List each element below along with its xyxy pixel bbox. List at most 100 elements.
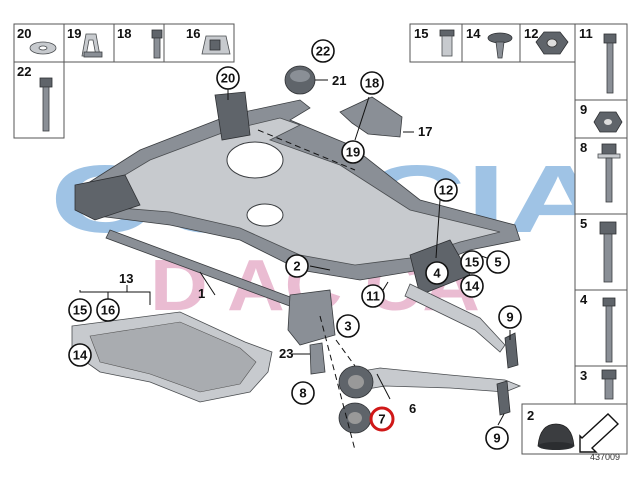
short-bolt-icon <box>601 369 617 400</box>
right-column-parts-table: 11 9 8 5 <box>521 23 628 455</box>
label-17: 17 <box>418 124 432 139</box>
callout-label: 22 <box>316 44 330 59</box>
underbody-guard <box>71 311 273 403</box>
callout-22[interactable]: 22 <box>311 39 335 63</box>
callouts: 22 20 18 19 12 2 4 15 14 5 11 3 9 15 16 … <box>68 39 522 450</box>
part-cell-18[interactable]: 18 <box>117 26 163 59</box>
part-cell-12[interactable]: 12 <box>524 26 569 55</box>
callout-9-lower[interactable]: 9 <box>485 426 509 450</box>
callout-19[interactable]: 19 <box>341 140 365 164</box>
rubber-bump-stop-icon <box>537 423 575 450</box>
part-label: 12 <box>524 26 538 41</box>
callout-label: 19 <box>346 145 360 160</box>
callout-label: 2 <box>293 259 300 274</box>
clip-nut-icon <box>201 35 231 55</box>
callout-9-upper[interactable]: 9 <box>498 305 522 329</box>
part-cell-14[interactable]: 14 <box>466 26 513 59</box>
part-cell-11[interactable]: 11 <box>579 26 617 94</box>
callout-20[interactable]: 20 <box>216 66 240 90</box>
callout-label: 14 <box>465 279 480 294</box>
callout-14-left[interactable]: 14 <box>68 343 92 367</box>
part-label: 5 <box>580 216 587 231</box>
callout-label: 12 <box>439 183 453 198</box>
part-cell-22[interactable]: 22 <box>17 64 53 132</box>
plastic-rivet-icon <box>487 32 513 59</box>
callout-5[interactable]: 5 <box>486 250 510 274</box>
bushing-upper <box>338 365 374 399</box>
callout-label: 9 <box>493 431 500 446</box>
part-label: 8 <box>580 140 587 155</box>
long-bolt-icon <box>39 77 53 132</box>
collar-bolt-icon <box>597 143 621 203</box>
callout-2[interactable]: 2 <box>285 254 309 278</box>
callout-7-highlighted[interactable]: 7 <box>369 406 395 432</box>
part-label: 3 <box>580 368 587 383</box>
part-cell-19[interactable]: 19 <box>67 26 103 58</box>
callout-4[interactable]: 4 <box>425 261 449 285</box>
callout-18[interactable]: 18 <box>360 71 384 95</box>
part-label: 18 <box>117 26 131 41</box>
part-label: 16 <box>186 26 200 41</box>
part-cell-3[interactable]: 3 <box>580 368 617 400</box>
leader-lines <box>79 79 511 451</box>
callout-3[interactable]: 3 <box>336 314 360 338</box>
callout-label: 16 <box>101 303 115 318</box>
callout-12[interactable]: 12 <box>434 178 458 202</box>
hex-bolt-icon <box>151 29 163 59</box>
hex-flange-nut-icon <box>535 31 569 55</box>
part-label: 14 <box>466 26 481 41</box>
callout-label: 11 <box>366 289 380 304</box>
long-stud-bolt-icon <box>602 297 616 363</box>
part-label: 20 <box>17 26 31 41</box>
hex-bolt-icon <box>599 221 617 283</box>
part-label: 15 <box>414 26 428 41</box>
part-cell-16[interactable]: 16 <box>186 26 231 55</box>
callout-label: 5 <box>494 255 501 270</box>
callout-label: 8 <box>299 386 306 401</box>
callout-label: 15 <box>73 303 87 318</box>
subframe-assembly <box>71 65 522 434</box>
callout-15-left[interactable]: 15 <box>68 298 92 322</box>
part-label: 22 <box>17 64 31 79</box>
callout-11[interactable]: 11 <box>361 284 385 308</box>
label-23: 23 <box>279 346 293 361</box>
diagram-code: 437009 <box>590 452 620 462</box>
part-cell-20[interactable]: 20 <box>17 26 57 55</box>
callout-8[interactable]: 8 <box>291 381 315 405</box>
part-label: 2 <box>527 408 534 423</box>
part-cell-9[interactable]: 9 <box>580 102 623 133</box>
callout-label: 7 <box>378 412 385 427</box>
callout-label: 4 <box>433 266 441 281</box>
washer-icon <box>29 41 57 55</box>
callout-label: 3 <box>344 319 351 334</box>
bushing-lower <box>338 402 372 434</box>
self-locking-nut-icon <box>593 111 623 133</box>
part-label: 9 <box>580 102 587 117</box>
top-left-parts-table: 20 19 18 16 <box>13 23 235 139</box>
callout-15-right[interactable]: 15 <box>460 250 484 274</box>
callout-label: 14 <box>73 348 88 363</box>
part-label: 4 <box>580 292 588 307</box>
label-6: 6 <box>409 401 416 416</box>
part-cell-4[interactable]: 4 <box>580 292 616 363</box>
part-cell-5[interactable]: 5 <box>580 216 617 283</box>
callout-16-left[interactable]: 16 <box>96 298 120 322</box>
engine-mount <box>284 65 316 95</box>
plain-labels: 21 17 13 1 23 6 <box>119 73 432 416</box>
direction-arrow-icon <box>579 413 620 453</box>
part-cell-8[interactable]: 8 <box>580 140 621 203</box>
label-21: 21 <box>332 73 346 88</box>
expanding-nut-icon <box>439 29 455 57</box>
callout-14-right[interactable]: 14 <box>460 274 484 298</box>
callout-label: 15 <box>465 255 479 270</box>
top-right-parts-table: 15 14 12 <box>409 23 576 63</box>
label-13: 13 <box>119 271 133 286</box>
callout-label: 9 <box>506 310 513 325</box>
callout-label: 20 <box>221 71 235 86</box>
part-cell-2[interactable]: 2 <box>527 408 620 453</box>
part-cell-15[interactable]: 15 <box>414 26 455 57</box>
part-label: 11 <box>579 26 593 41</box>
callout-label: 18 <box>365 76 379 91</box>
long-bolt-icon <box>603 33 617 94</box>
